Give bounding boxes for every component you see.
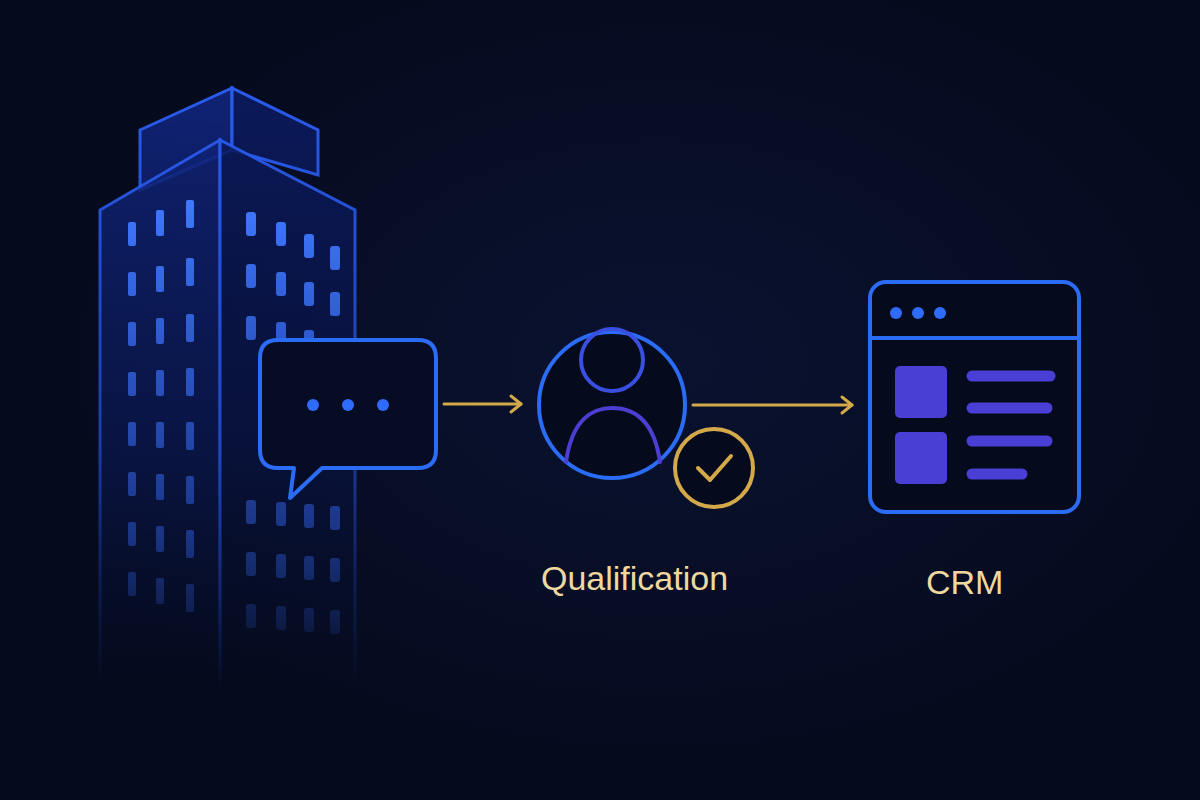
arrow-head [842, 397, 852, 413]
circle-shape [539, 332, 685, 478]
arrow-head [511, 396, 521, 412]
bubble-outline [258, 338, 438, 510]
arrow-line [693, 404, 852, 407]
check-badge [675, 429, 753, 507]
chat-bubble [258, 338, 438, 470]
person-icon [566, 329, 660, 462]
node-label: CRM [926, 562, 1003, 602]
arrow-line [444, 403, 521, 406]
node-label: Qualification [541, 558, 728, 598]
qualification-circle: Qualification [537, 330, 687, 480]
bubble-shape [260, 340, 436, 498]
crm-window-details [870, 307, 1079, 484]
typing-dots [307, 399, 389, 411]
flow-arrow [444, 396, 521, 412]
circle-outline [537, 330, 687, 480]
flow-arrow [693, 397, 852, 413]
building-left-face [100, 140, 220, 700]
crm-window: CRM [868, 280, 1081, 514]
